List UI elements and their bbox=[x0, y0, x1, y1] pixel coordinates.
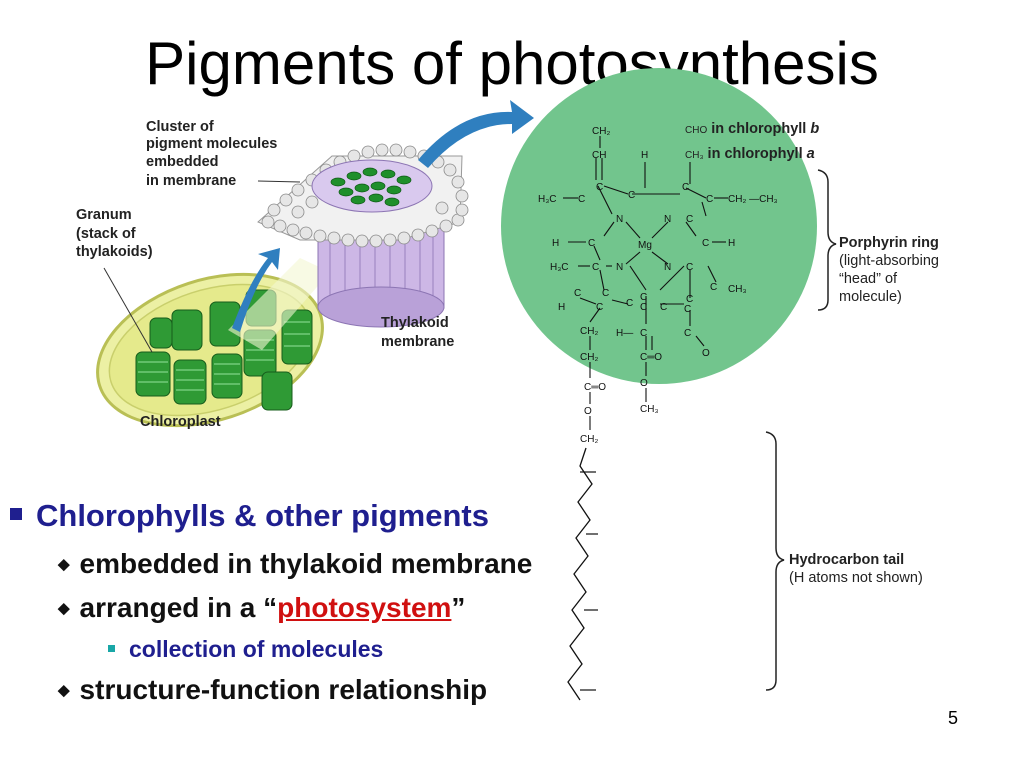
svg-text:H: H bbox=[558, 302, 565, 313]
label-porphyrin: “head” of bbox=[839, 271, 898, 287]
svg-text:C: C bbox=[596, 302, 603, 313]
svg-text:C: C bbox=[684, 304, 691, 315]
label-chloroplast: Chloroplast bbox=[140, 414, 221, 430]
svg-text:C: C bbox=[578, 194, 585, 205]
label-granum: thylakoids) bbox=[76, 244, 153, 260]
page-number: 5 bbox=[948, 708, 959, 728]
label-cluster: in membrane bbox=[146, 173, 236, 189]
label-thylakoid: membrane bbox=[381, 334, 454, 350]
square-bullet-icon bbox=[108, 645, 115, 652]
svg-text:N: N bbox=[664, 214, 671, 225]
label-hydrocarbon-tail: (H atoms not shown) bbox=[789, 570, 923, 586]
svg-text:H: H bbox=[728, 238, 735, 249]
label-porphyrin-ring: Porphyrin ring bbox=[839, 235, 939, 251]
svg-text:C: C bbox=[626, 298, 633, 309]
diamond-bullet-icon: ◆ bbox=[58, 556, 70, 573]
chloroplast-illustration bbox=[96, 258, 330, 428]
svg-text:C: C bbox=[640, 302, 647, 313]
svg-text:H: H bbox=[552, 238, 559, 249]
photosystem-link[interactable]: photosystem bbox=[277, 592, 452, 623]
label-thylakoid: Thylakoid bbox=[381, 315, 449, 331]
hydrocarbon-tail-chain bbox=[567, 447, 593, 701]
svg-text:C═O: C═O bbox=[640, 352, 662, 363]
arrow-icon bbox=[418, 100, 534, 168]
svg-text:CH₃: CH₃ bbox=[640, 404, 659, 415]
arrow-icon bbox=[232, 248, 280, 332]
porphyrin-bracket bbox=[817, 169, 837, 311]
label-cluster: Cluster of bbox=[146, 119, 214, 135]
svg-text:C: C bbox=[602, 288, 609, 299]
porphyrin-bonds bbox=[563, 136, 728, 430]
svg-text:CH₂: CH₂ bbox=[592, 126, 610, 137]
tail-bracket bbox=[765, 431, 785, 691]
diamond-bullet-icon: ◆ bbox=[58, 600, 70, 617]
svg-text:CH₂: CH₂ bbox=[580, 352, 598, 363]
svg-text:C: C bbox=[628, 190, 635, 201]
svg-text:CH: CH bbox=[592, 150, 606, 161]
porphyrin-atoms: CH₂ CH H H₃C C C C C CH₂ —CH₃ C N N C H … bbox=[538, 126, 778, 445]
label-porphyrin: (light-absorbing bbox=[839, 253, 939, 269]
svg-text:H: H bbox=[641, 150, 648, 161]
svg-text:O: O bbox=[640, 378, 648, 389]
svg-text:C: C bbox=[660, 302, 667, 313]
svg-text:C: C bbox=[706, 194, 713, 205]
svg-text:C: C bbox=[640, 328, 647, 339]
svg-text:C: C bbox=[596, 182, 603, 193]
tail-branches bbox=[580, 471, 598, 691]
svg-text:C: C bbox=[684, 328, 691, 339]
label-hydrocarbon-tail: Hydrocarbon tail bbox=[789, 552, 904, 568]
svg-text:CH₂: CH₂ bbox=[580, 326, 598, 337]
svg-text:C: C bbox=[686, 294, 693, 305]
svg-text:C: C bbox=[588, 238, 595, 249]
svg-text:N: N bbox=[664, 262, 671, 273]
bullet-sub: ◆arranged in a “photosystem” bbox=[58, 592, 466, 623]
svg-text:O: O bbox=[702, 348, 710, 359]
svg-text:C: C bbox=[686, 262, 693, 273]
diamond-bullet-icon: ◆ bbox=[58, 682, 70, 699]
label-cluster: embedded bbox=[146, 154, 219, 170]
square-bullet-icon bbox=[10, 508, 22, 520]
svg-text:CH₃: CH₃ bbox=[728, 284, 747, 295]
label-granum: Granum bbox=[76, 207, 132, 223]
bullet-main: Chlorophylls & other pigments bbox=[10, 498, 489, 534]
svg-text:CH₂: CH₂ bbox=[580, 434, 598, 445]
slide-title: Pigments of photosynthesis bbox=[145, 30, 879, 97]
svg-text:CH₂ —CH₃: CH₂ —CH₃ bbox=[728, 194, 778, 205]
svg-text:C: C bbox=[574, 288, 581, 299]
label-porphyrin: molecule) bbox=[839, 289, 902, 305]
svg-text:H₃C: H₃C bbox=[550, 262, 569, 273]
bullet-sub: ◆structure-function relationship bbox=[58, 674, 488, 705]
svg-text:C: C bbox=[592, 262, 599, 273]
thylakoid-disc bbox=[257, 143, 469, 328]
svg-text:C: C bbox=[702, 238, 709, 249]
svg-text:C: C bbox=[682, 182, 689, 193]
bullet-sub: ◆embedded in thylakoid membrane bbox=[58, 548, 533, 579]
porphyrin-background bbox=[501, 68, 817, 384]
bullet-detail: collection of molecules bbox=[108, 636, 383, 663]
svg-text:C═O: C═O bbox=[584, 382, 606, 393]
svg-text:O: O bbox=[584, 406, 592, 417]
label-granum: (stack of bbox=[76, 226, 136, 242]
svg-text:N: N bbox=[616, 262, 623, 273]
svg-text:C: C bbox=[686, 214, 693, 225]
svg-text:Mg: Mg bbox=[638, 240, 652, 251]
svg-text:N: N bbox=[616, 214, 623, 225]
label-cho-note: CHO in chlorophyll b bbox=[685, 121, 819, 137]
label-ch3-note: CH₃ in chlorophyll a bbox=[685, 146, 815, 162]
leader-lines bbox=[103, 180, 301, 353]
svg-text:H—: H— bbox=[616, 328, 633, 339]
label-cluster: pigment molecules bbox=[146, 136, 277, 152]
svg-text:C: C bbox=[710, 282, 717, 293]
svg-text:H₃C: H₃C bbox=[538, 194, 557, 205]
svg-text:C: C bbox=[640, 292, 647, 303]
